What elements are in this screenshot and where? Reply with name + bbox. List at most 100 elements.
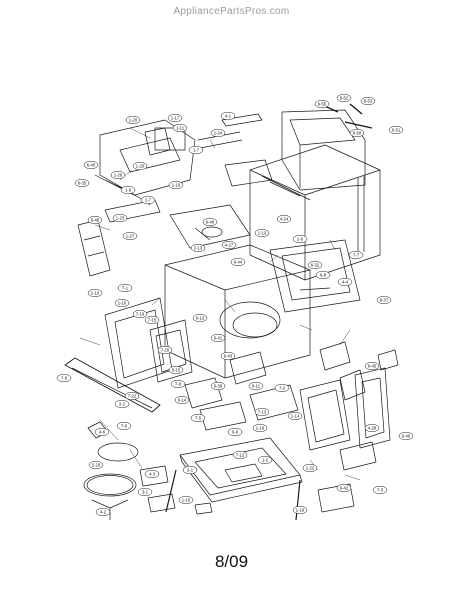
callout-bubble	[116, 421, 132, 431]
part-number-label: 2-13	[194, 246, 203, 251]
part-callout: 2-20	[88, 460, 104, 470]
callout-bubble	[190, 413, 206, 423]
callout-bubble	[210, 128, 226, 138]
part-number-label: 6-45	[368, 364, 377, 369]
part-number-label: 6-41	[214, 336, 223, 341]
part-number-label: 2-20	[92, 463, 101, 468]
part-callout: 7-3	[372, 485, 388, 495]
callout-bubble	[94, 427, 110, 437]
callout-bubble	[140, 195, 156, 205]
hinge-rods	[319, 103, 373, 129]
part-number-label: 2-1	[187, 468, 194, 473]
part-callout: 6-9	[227, 427, 243, 437]
callout-bubble	[56, 373, 72, 383]
part-callout: 4-6	[94, 427, 110, 437]
part-callout: 1-16	[114, 298, 130, 308]
door-frame	[104, 297, 193, 389]
part-callout: 2-2	[114, 399, 130, 409]
part-number-label: 7-1	[122, 286, 129, 291]
part-number-label: 1-19	[296, 508, 305, 513]
part-callout: 7-5	[190, 413, 206, 423]
part-number-label: 1-11	[176, 126, 185, 131]
part-callout: 7-22	[124, 391, 140, 401]
part-number-label: 7-20	[161, 348, 170, 353]
part-number-label: 7-8	[175, 382, 182, 387]
part-callout: 4-1	[220, 111, 236, 121]
part-callout: 7-7	[348, 250, 364, 260]
part-number-label: 4-28	[368, 426, 377, 431]
watermark-text: AppliancePartsPros.com	[173, 6, 290, 17]
callout-bubble	[167, 113, 183, 123]
part-callout: 6-49	[202, 217, 218, 227]
callout-bubble	[182, 465, 198, 475]
callout-bubble	[336, 93, 352, 103]
callout-bubble	[254, 407, 270, 417]
callout-bubble	[125, 115, 141, 125]
part-callout: 2-7	[140, 195, 156, 205]
callout-bubble	[144, 469, 160, 479]
part-callout: 1-25	[132, 161, 148, 171]
rail-parts	[104, 113, 273, 223]
callout-bubble	[227, 427, 243, 437]
callout-bubble	[132, 309, 148, 319]
back-panel	[281, 109, 366, 191]
part-callout: 2-6	[292, 234, 308, 244]
part-callout: 4-24	[276, 214, 292, 224]
part-number-label: 4-6	[99, 430, 106, 435]
part-number-label: 1-18	[182, 498, 191, 503]
callout-bubble	[364, 423, 380, 433]
callout-bubble	[168, 365, 184, 375]
callout-bubble	[287, 411, 303, 421]
part-number-label: 6-32	[311, 263, 320, 268]
door-handle-bar	[64, 357, 161, 413]
part-number-label: 1-19	[172, 183, 181, 188]
part-number-label: 1-23	[116, 216, 125, 221]
callout-bubble	[168, 180, 184, 190]
part-callout: 1-13	[254, 228, 270, 238]
part-callout: 6-15	[168, 365, 184, 375]
callout-bubble	[74, 178, 90, 188]
part-number-label: 1-16	[256, 426, 265, 431]
part-callout: 1-23	[112, 213, 128, 223]
callout-bubble	[364, 361, 380, 371]
part-callout: 6-37	[376, 295, 392, 305]
part-callout: 7-6	[116, 421, 132, 431]
part-number-label: 1-13	[258, 231, 267, 236]
callout-bubble	[124, 391, 140, 401]
part-callout: 1-10	[87, 288, 103, 298]
callout-bubble	[292, 505, 308, 515]
part-number-label: 6-14	[178, 398, 187, 403]
part-callout: 1-17	[167, 113, 183, 123]
part-number-label: 6-40	[87, 163, 96, 168]
part-number-label: 7-22	[128, 394, 137, 399]
part-callout: 6-14	[174, 395, 190, 405]
part-callout: 1-27	[122, 231, 138, 241]
part-callout: 1-14	[287, 411, 303, 421]
part-callout: 7-20	[157, 345, 173, 355]
callout-bubble	[192, 313, 208, 323]
callout-bubble	[257, 455, 273, 465]
part-callout: 6-48	[87, 215, 103, 225]
part-callout: 7-13	[254, 407, 270, 417]
part-callout: 1-22	[302, 463, 318, 473]
callout-bubble	[254, 228, 270, 238]
part-callout: 6-40	[83, 160, 99, 170]
part-number-label: 4-1	[225, 114, 232, 119]
callout-bubble	[220, 351, 236, 361]
callout-bubble	[348, 250, 364, 260]
callout-bubble	[349, 128, 365, 138]
outer-cabinet	[249, 144, 381, 281]
part-callout: 6-11	[248, 381, 264, 391]
part-number-label: 1-16	[118, 301, 127, 306]
part-number-label: 1-20	[129, 118, 138, 123]
part-callout: 6-52	[336, 93, 352, 103]
part-callout: 7-12	[232, 450, 248, 460]
part-callout: 4-27	[221, 240, 237, 250]
part-number-label: 6-50	[353, 131, 362, 136]
callout-bubble	[112, 213, 128, 223]
part-number-label: 7-6	[121, 424, 128, 429]
part-number-label: 1-10	[91, 291, 100, 296]
callout-bubble	[117, 283, 133, 293]
callout-bubble	[220, 111, 236, 121]
part-number-label: 1-9	[125, 188, 132, 193]
